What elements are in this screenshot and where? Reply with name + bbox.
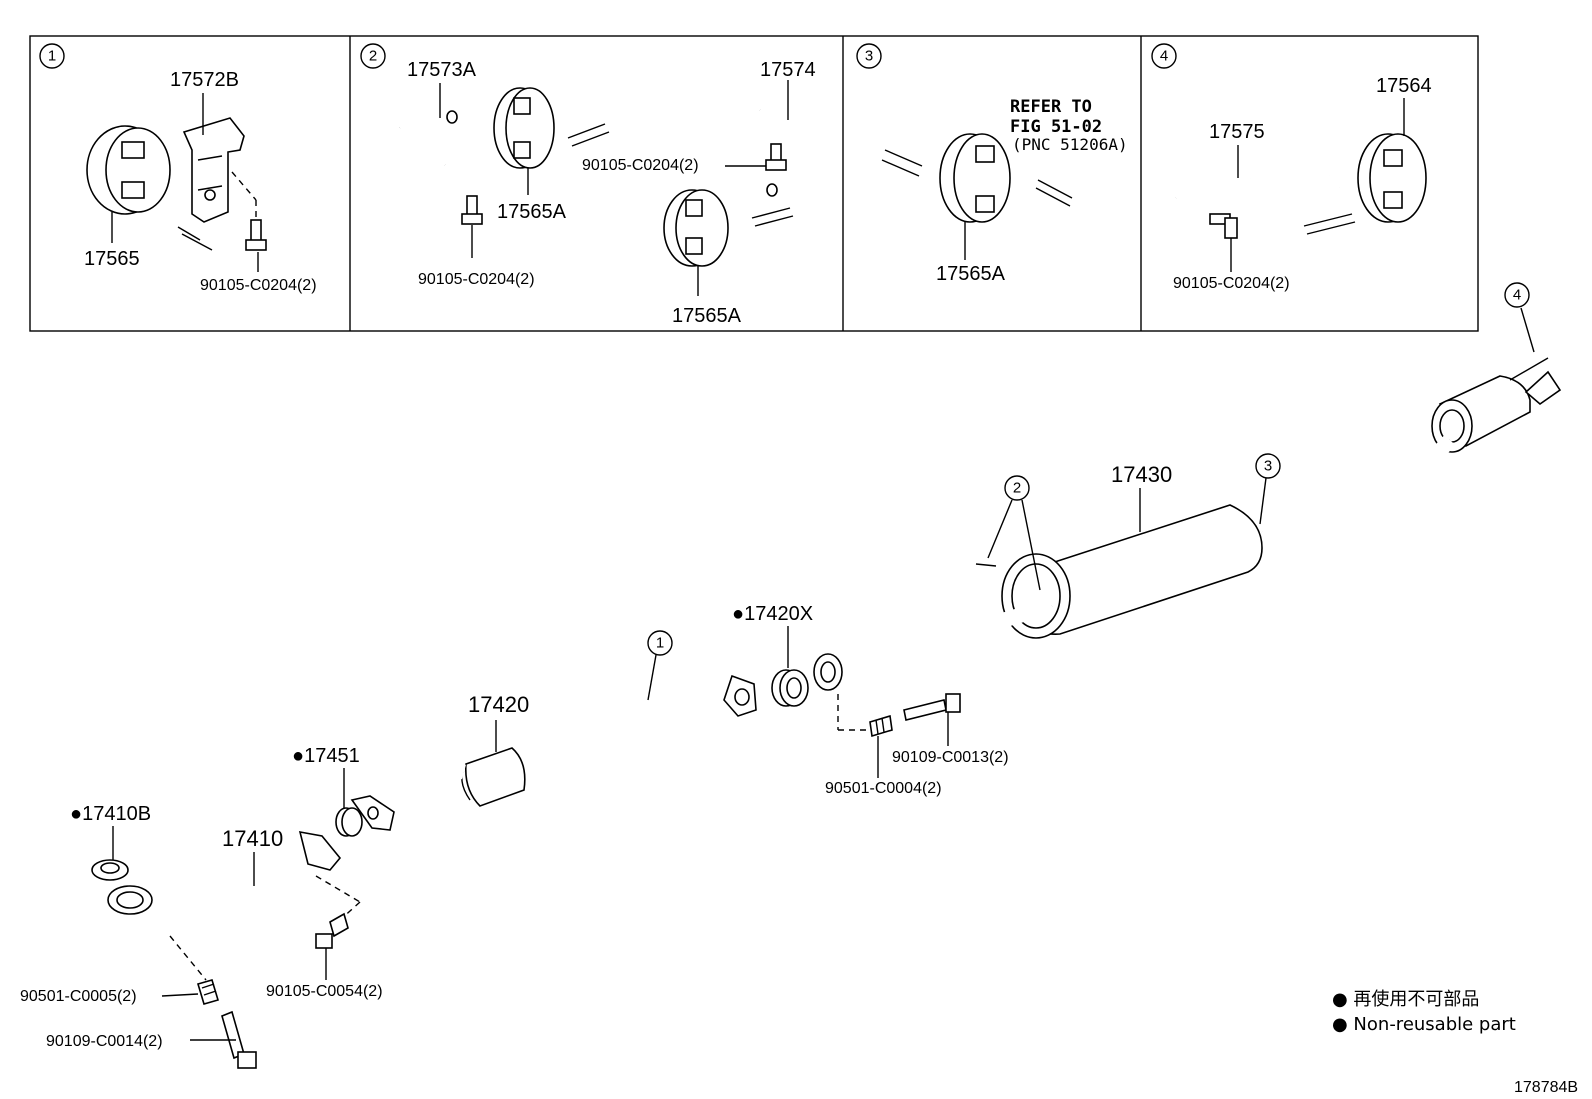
main-muffler-17430 xyxy=(1001,504,1263,639)
bracket-17572B xyxy=(182,117,245,223)
panel-4: 4 17575 17564 90105-C0204(2) xyxy=(1151,43,1432,292)
front-pipe-17410 xyxy=(107,830,342,940)
rubber-mount-17565A-lower xyxy=(663,189,729,267)
rubber-mount-17565 xyxy=(86,125,171,215)
hanger-17574 xyxy=(758,107,817,197)
label-panel4-bolt: 90105-C0204(2) xyxy=(1173,275,1290,292)
label-panel1-bolt: 90105-C0204(2) xyxy=(200,277,317,294)
label-17564: 17564 xyxy=(1376,75,1432,97)
panel-1-number: 1 xyxy=(48,48,56,65)
panel-2-number: 2 xyxy=(369,48,377,65)
rubber-mount-17564 xyxy=(1357,133,1427,223)
label-17420: 17420 xyxy=(468,692,529,717)
panel-3-number: 3 xyxy=(865,48,873,65)
legend-japanese: ● 再使用不可部品 xyxy=(1332,989,1479,1010)
label-fig-ref: FIG 51-02 xyxy=(1010,117,1102,137)
label-17573A: 17573A xyxy=(407,59,477,81)
legend-english: ● Non-reusable part xyxy=(1332,1014,1516,1035)
gasket-17410B xyxy=(91,859,129,881)
pipe-flange-front xyxy=(813,653,843,691)
panel-2: 2 xyxy=(360,43,817,327)
label-panel2-bolt-left: 90105-C0204(2) xyxy=(418,271,535,288)
bolt-panel-4 xyxy=(1209,213,1238,239)
label-17574: 17574 xyxy=(760,59,816,81)
bolt-90109-C0014 xyxy=(221,1010,257,1069)
spring-90501-C0004 xyxy=(869,714,893,738)
hanger-17573A xyxy=(394,110,458,168)
spring-90501-C0005 xyxy=(197,979,219,1005)
bolt-panel-2-left xyxy=(461,195,483,225)
label-17565: 17565 xyxy=(84,248,140,270)
legend: ● 再使用不可部品 ● Non-reusable part xyxy=(1332,989,1516,1035)
main-assembly: 4 17430 2 3 xyxy=(20,282,1562,1069)
flange-17420-front xyxy=(350,795,395,831)
rubber-mount-17565A-upper xyxy=(493,87,555,169)
label-panel2-bolt-right: 90105-C0204(2) xyxy=(582,157,699,174)
label-17565A-upper: 17565A xyxy=(497,201,567,223)
label-17451: ●17451 xyxy=(292,745,360,767)
flange-17420-rear xyxy=(723,674,757,717)
figure-id: 178784B xyxy=(1514,1079,1578,1096)
label-17410B: ●17410B xyxy=(70,803,151,825)
label-90109-C0014: 90109-C0014(2) xyxy=(46,1033,163,1050)
hanger-17575 xyxy=(1175,173,1341,201)
callout-2: 2 xyxy=(1013,480,1021,497)
label-17410: 17410 xyxy=(222,826,283,851)
label-90501-C0004: 90501-C0004(2) xyxy=(825,780,942,797)
callout-3: 3 xyxy=(1264,458,1272,475)
bolt-panel-2-right xyxy=(765,143,787,171)
callout-4: 4 xyxy=(1513,287,1521,304)
panel-3: 3 REFER TO FIG 51-02 (PNC 51206A) 17565A xyxy=(856,43,1128,285)
label-pnc-ref: (PNC 51206A) xyxy=(1012,135,1128,154)
bolt-90105-C0054 xyxy=(315,912,349,949)
bolt-panel-1 xyxy=(245,219,267,251)
catalyst-17420 xyxy=(461,747,526,807)
callout-1: 1 xyxy=(656,635,664,652)
detail-panels xyxy=(29,35,1479,332)
rubber-mount-17565A-panel3 xyxy=(939,133,1011,223)
rear-muffler xyxy=(1431,357,1562,453)
label-90501-C0005: 90501-C0005(2) xyxy=(20,988,137,1005)
gasket-17420X xyxy=(771,669,809,707)
label-17572B: 17572B xyxy=(170,69,239,91)
label-17430: 17430 xyxy=(1111,462,1172,487)
label-90109-C0013: 90109-C0013(2) xyxy=(892,749,1009,766)
label-17575: 17575 xyxy=(1209,121,1265,143)
panel-1: 1 17572B 17565 90105-C0204(2) xyxy=(39,43,317,294)
label-refer-to: REFER TO xyxy=(1010,97,1092,117)
label-90105-C0054: 90105-C0054(2) xyxy=(266,983,383,1000)
label-17420X: ●17420X xyxy=(732,603,813,625)
label-17565A-panel3: 17565A xyxy=(936,263,1006,285)
bolt-90109-C0013 xyxy=(903,693,961,721)
label-17565A-lower: 17565A xyxy=(672,305,742,327)
gasket-17451 xyxy=(335,807,363,837)
panel-4-number: 4 xyxy=(1160,48,1168,65)
